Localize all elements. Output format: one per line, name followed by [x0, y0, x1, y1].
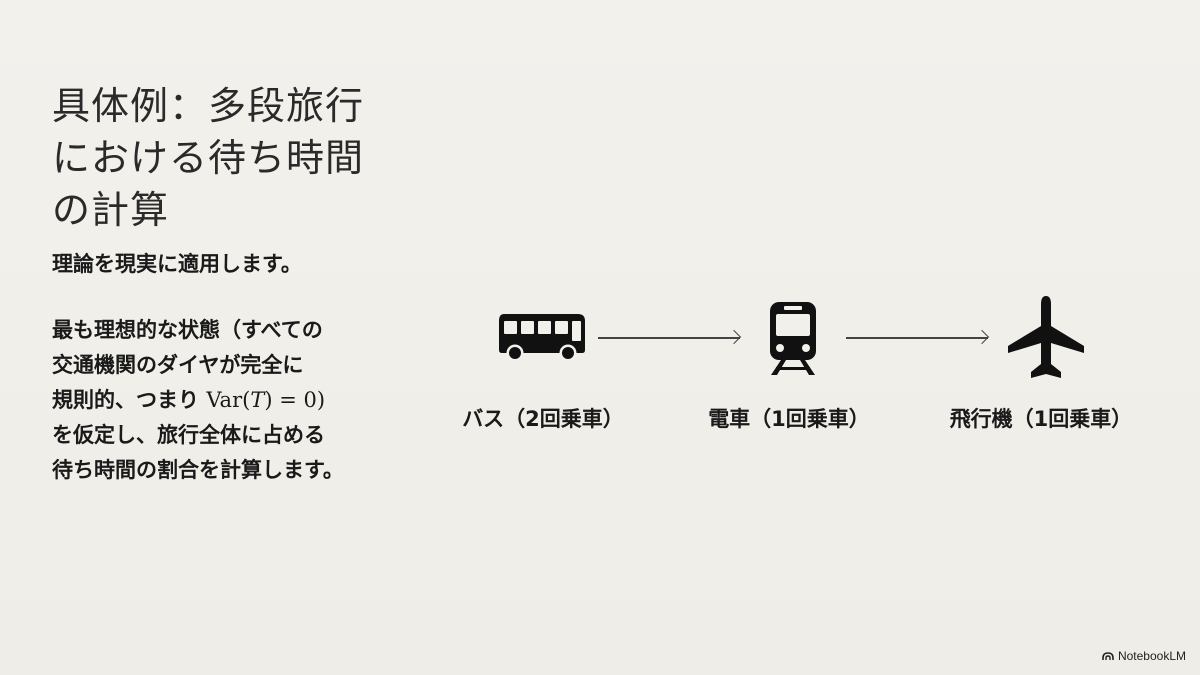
arrow-train-to-airplane [846, 329, 990, 345]
body-line-1: 最も理想的な状態（すべての [52, 318, 323, 342]
slide-title-line-1: 具体例：多段旅行 [52, 84, 365, 128]
variance-formula: Var(T) = 0) [206, 388, 325, 412]
slide-title-line-3: の計算 [52, 188, 170, 232]
slide-title: 具体例：多段旅行 における待ち時間 の計算 [52, 80, 412, 236]
slide-title-line-2: における待ち時間 [52, 136, 365, 180]
variance-formula-var: Var( [206, 388, 251, 412]
notebooklm-logo-icon [1102, 652, 1114, 660]
train-icon [770, 302, 816, 375]
arrow-bus-to-train [598, 329, 742, 345]
body-line-2: 交通機関のダイヤが完全に [52, 353, 304, 377]
mode-label-bus: バス（2回乗車） [462, 407, 624, 431]
mode-label-train: 電車（1回乗車） [708, 407, 870, 431]
airplane-icon [1008, 296, 1084, 378]
body-line-3-prefix: 規則的、つまり [52, 388, 207, 412]
variance-formula-rest: ) = 0) [264, 388, 326, 412]
variance-formula-t: T [250, 388, 265, 412]
notebooklm-logo: NotebookLM [1102, 649, 1186, 663]
body-line-3: 規則的、つまり Var(T) = 0) [52, 383, 344, 418]
body-line-4: を仮定し、旅行全体に占める [52, 423, 325, 447]
bus-icon [499, 314, 585, 362]
body-text: 最も理想的な状態（すべての 交通機関のダイヤが完全に 規則的、つまり Var(T… [52, 313, 344, 488]
slide-subtitle: 理論を現実に適用します。 [52, 252, 302, 276]
body-line-5: 待ち時間の割合を計算します。 [52, 458, 344, 482]
mode-label-airplane: 飛行機（1回乗車） [949, 407, 1133, 431]
notebooklm-logo-text: NotebookLM [1117, 649, 1186, 663]
